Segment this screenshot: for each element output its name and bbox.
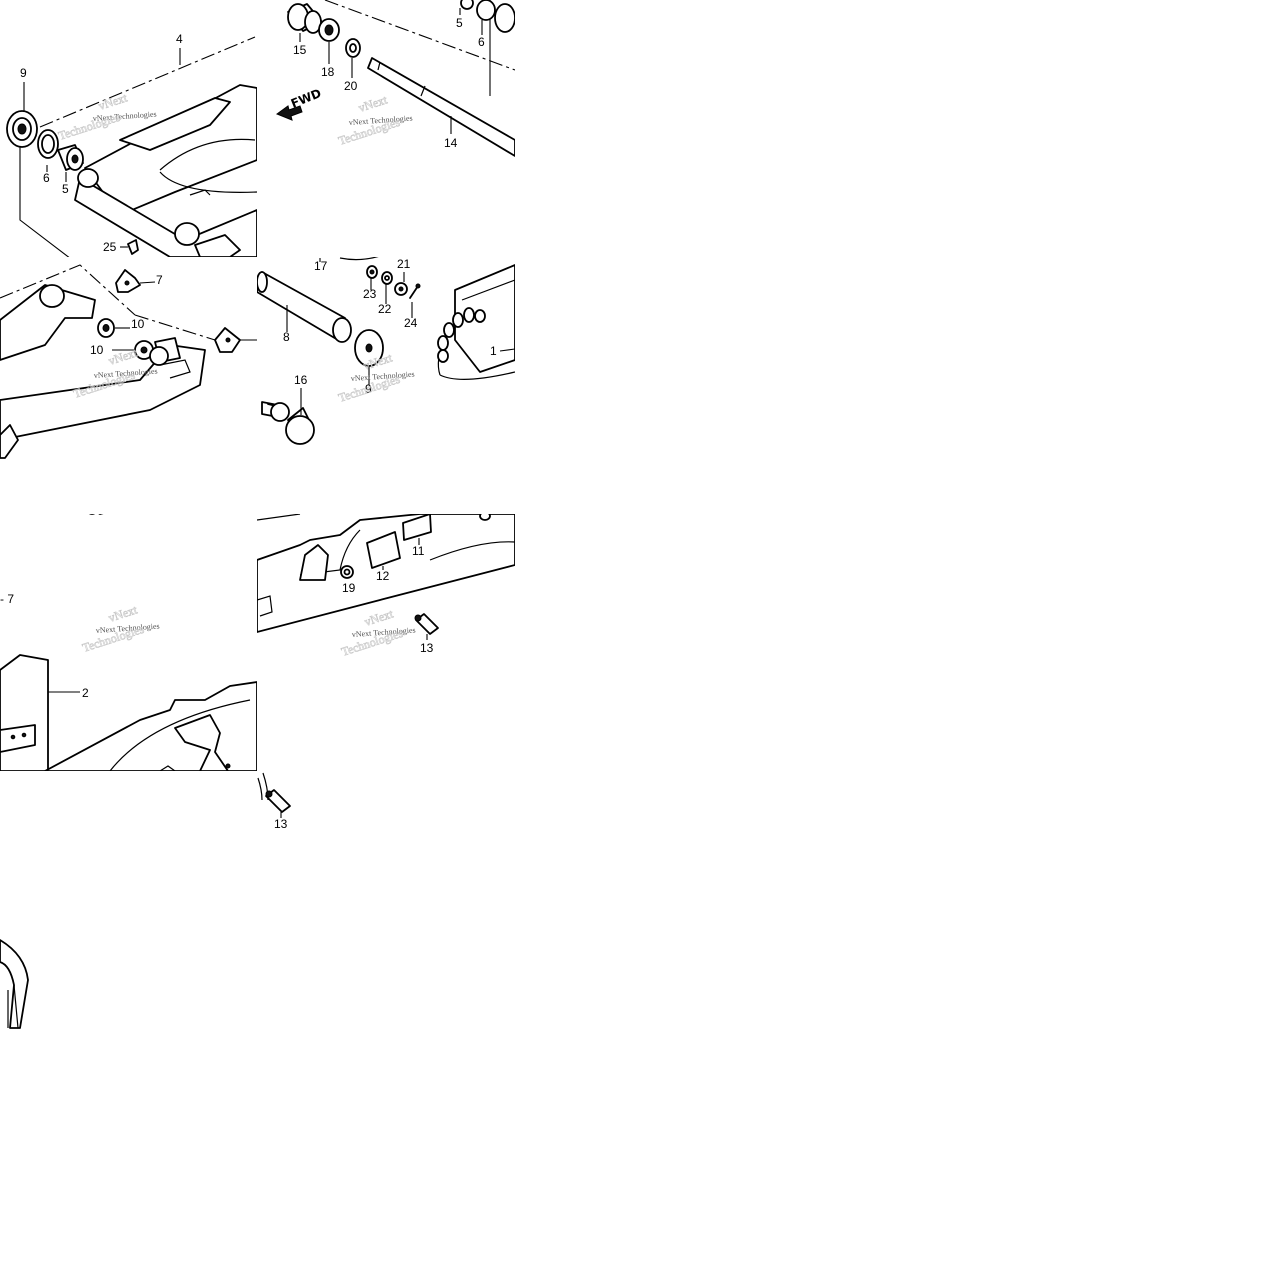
callout-19: 19 <box>342 581 356 595</box>
chain-case-body <box>257 514 515 633</box>
chain-links <box>437 307 486 363</box>
callout-17: 17 <box>314 259 328 273</box>
fwd-label: FWD <box>289 86 323 111</box>
tile-screw: 13 <box>257 772 291 831</box>
collar-16 <box>261 388 315 445</box>
callout-24: 24 <box>404 316 418 330</box>
svg-text:vNext: vNext <box>363 606 396 629</box>
bolt-25 <box>120 239 139 255</box>
svg-text:Technologies: Technologies <box>57 110 122 143</box>
callout-10: 10 <box>90 343 104 357</box>
callout-4: 4 <box>176 32 183 46</box>
swingarm-drawing <box>19 36 257 257</box>
callout-11: 11 <box>412 544 425 558</box>
svg-text:vNext: vNext <box>97 90 130 113</box>
callout-13: 13 <box>420 641 434 655</box>
bracket-right <box>214 327 257 353</box>
tile-torque-link: 3 - 7 vNext vNext Technologies Technolog… <box>0 446 204 655</box>
svg-text:vNext: vNext <box>107 602 140 625</box>
tile-swingarm-right: 7 10 10 vNext vNext Technologies Technol… <box>0 264 257 459</box>
callout-5: 5 <box>456 16 463 30</box>
chain-guard-2 <box>0 654 257 771</box>
needle-bearing <box>57 144 84 171</box>
callout-20: 20 <box>344 79 358 93</box>
callout-10: 10 <box>131 317 145 331</box>
part-labels-pivot: 17 21 23 22 24 8 1 16 9 <box>283 257 497 396</box>
callout-16: 16 <box>294 373 308 387</box>
tile-chain-guard: 2 <box>0 654 257 771</box>
torque-link-3 <box>88 514 104 515</box>
pivot-bolt-8 <box>257 271 352 343</box>
rear-axle-14 <box>367 57 515 157</box>
washer-9 <box>354 329 384 385</box>
bushing-10a <box>97 318 130 338</box>
callout-7: 7 <box>156 273 163 287</box>
callout-14: 14 <box>444 136 458 150</box>
fwd-arrow-icon: FWD <box>275 86 323 121</box>
chain-sprocket-1 <box>437 264 515 380</box>
callout-9: 9 <box>20 66 27 80</box>
part-labels-swingarm-right: 7 10 10 <box>90 273 163 357</box>
tile-fragment <box>0 939 29 1029</box>
svg-text:vNext: vNext <box>357 92 390 115</box>
part-labels-axle: 5 6 15 18 20 14 <box>293 16 485 150</box>
screw-13b <box>265 789 291 818</box>
callout-22: 22 <box>378 302 392 316</box>
dust-seal-washer <box>37 129 59 159</box>
callout-3: 3 <box>197 446 204 460</box>
oil-seal <box>6 110 38 148</box>
svg-text:vNext: vNext <box>107 345 140 368</box>
callout-21: 21 <box>397 257 411 271</box>
callout-2: 2 <box>82 686 89 700</box>
grommet-19 <box>340 565 354 579</box>
watermark: vNext Technologies <box>349 114 413 127</box>
callout-7: - 7 <box>0 592 14 606</box>
callout-23: 23 <box>363 287 377 301</box>
callout-15: 15 <box>293 43 307 57</box>
small-parts <box>366 265 421 299</box>
watermark: vNext Technologies <box>94 367 158 380</box>
part-labels-chain-case: 11 12 19 13 <box>342 544 434 655</box>
bolt-torque <box>58 484 74 514</box>
axle-nut-18 <box>318 18 340 42</box>
callout-12: 12 <box>376 569 390 583</box>
callout-13: 13 <box>274 817 288 831</box>
callout-18: 18 <box>321 65 335 79</box>
watermark: vNext Technologies <box>351 370 415 383</box>
bracket-7 <box>115 269 156 293</box>
watermark: vNext Technologies <box>93 110 157 123</box>
callout-25: 25 <box>103 240 117 254</box>
tile-pivot-bolt: 17 21 23 22 24 8 1 16 9 vNext vNext Tech… <box>257 257 515 445</box>
bushing-10b <box>112 340 169 366</box>
washer-20 <box>345 38 361 58</box>
watermark: vNext Technologies <box>352 626 416 639</box>
callout-9: 9 <box>365 382 372 396</box>
tile-swingarm-left: 4 9 6 5 25 vNext vNext Technologies Tech… <box>6 32 257 257</box>
tile-chain-case: 11 12 19 13 vNext vNext Technologies Tec… <box>257 514 515 659</box>
label-plate-11 <box>402 514 432 545</box>
callout-1: 1 <box>490 344 497 358</box>
bearing-parts-top <box>460 0 515 33</box>
screw-13a <box>414 613 439 640</box>
callout-6: 6 <box>43 171 50 185</box>
part-labels-swingarm-left: 4 9 6 5 25 <box>20 32 183 254</box>
collar-15 <box>287 3 323 34</box>
callout-8: 8 <box>283 330 290 344</box>
watermark: vNext Technologies <box>96 622 160 635</box>
label-plate-12 <box>366 531 401 570</box>
swingarm-arm-drawing <box>0 284 206 459</box>
callout-5: 5 <box>62 182 69 196</box>
callout-6: 6 <box>478 35 485 49</box>
part-labels-torque: 3 - 7 <box>0 446 204 606</box>
tile-axle-fwd: FWD 5 6 15 18 20 14 vNext vNext Technolo… <box>275 0 515 157</box>
